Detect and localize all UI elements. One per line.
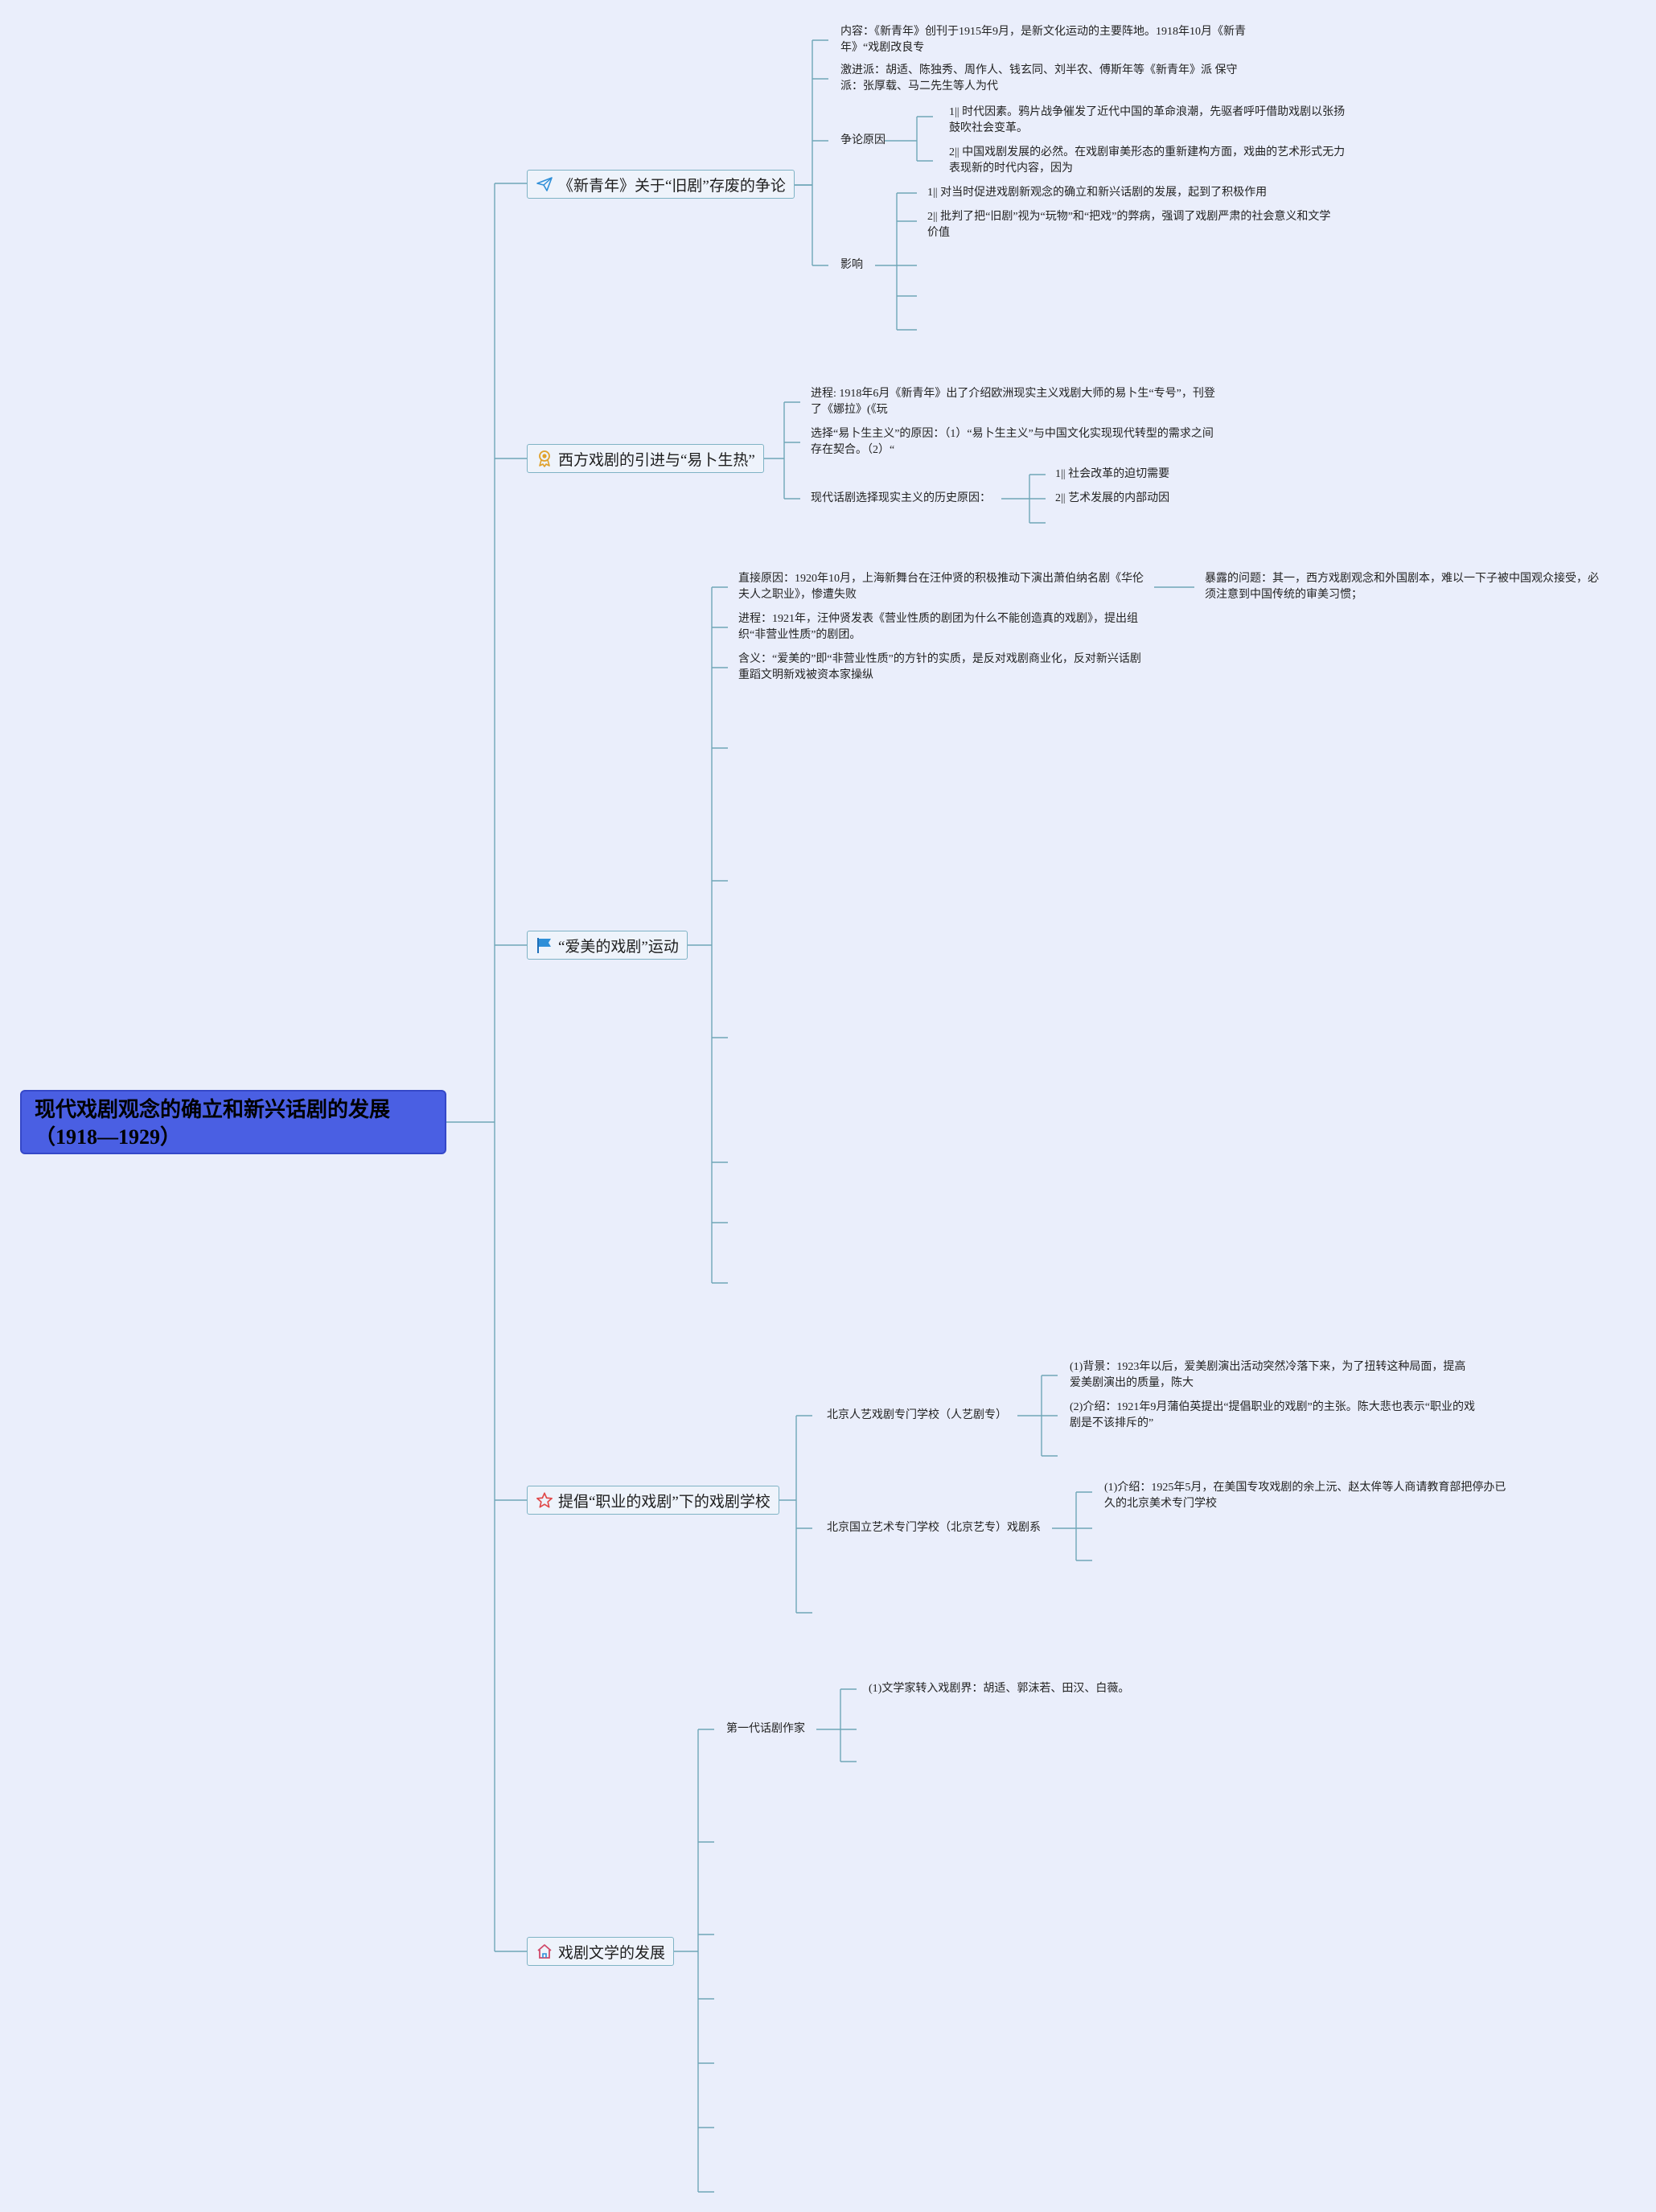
topic-renyi-intro[interactable]: (2)介绍：1921年9月蒲伯英提出“提倡职业的戏剧”的主张。陈大悲也表示“职业…: [1070, 1401, 1475, 1429]
flag-icon: [536, 936, 553, 954]
branch-drama-literature[interactable]: 戏剧文学的发展: [527, 1937, 675, 1966]
topic-realism-2[interactable]: 2|| 艺术发展的内部动因: [1055, 492, 1170, 504]
root-title: 现代戏剧观念的确立和新兴话剧的发展（1918—1929）: [35, 1098, 391, 1149]
root-topic[interactable]: 现代戏剧观念的确立和新兴话剧的发展（1918—1929）: [20, 1090, 446, 1154]
branch-label: 《新青年》关于“旧剧”存废的争论: [558, 177, 786, 195]
topic-impact[interactable]: 影响: [840, 259, 863, 271]
topic-impact-2[interactable]: 2|| 批判了把“旧剧”视为“玩物”和“把戏”的弊病，强调了戏剧严肃的社会意义和…: [927, 211, 1331, 239]
topic-cause-1[interactable]: 1|| 时代因素。鸦片战争催发了近代中国的革命浪潮，先驱者呼吁借助戏剧以张扬鼓吹…: [949, 106, 1346, 134]
topic-exposed-problem[interactable]: 暴露的问题：其一，西方戏剧观念和外国剧本，难以一下子被中国观众接受，必须注意到中…: [1205, 573, 1599, 601]
topic-cause[interactable]: 争论原因: [840, 134, 886, 146]
branch-label: “爱美的戏剧”运动: [558, 938, 679, 956]
branch-new-youth-debate[interactable]: 《新青年》关于“旧剧”存废的争论: [527, 170, 795, 199]
topic-content[interactable]: 内容：《新青年》创刊于1915年9月，是新文化运动的主要阵地。1918年10月《…: [840, 26, 1246, 54]
topic-cause-2[interactable]: 2|| 中国戏剧发展的必然。在戏剧审美形态的重新建构方面，戏曲的艺术形式无力表现…: [949, 146, 1346, 175]
star-icon: [536, 1491, 553, 1509]
topic-yizhuan-intro[interactable]: (1)介绍：1925年5月，在美国专攻戏剧的余上沅、赵太侔等人商请教育部把停办已…: [1104, 1482, 1506, 1510]
topic-ibsen-reason[interactable]: 选择“易卜生主义”的原因：（1）“易卜生主义”与中国文化实现现代转型的需求之间存…: [811, 428, 1214, 456]
topic-ibsen-process[interactable]: 进程: 1918年6月《新青年》出了介绍欧洲现实主义戏剧大师的易卜生“专号”，刊…: [811, 388, 1215, 416]
topic-realism-1[interactable]: 1|| 社会改革的迫切需要: [1055, 468, 1170, 480]
branch-ibsen[interactable]: 西方戏剧的引进与“易卜生热”: [527, 444, 764, 473]
paper-plane-icon: [536, 175, 553, 193]
branch-label: 戏剧文学的发展: [558, 1944, 666, 1962]
topic-direct-cause[interactable]: 直接原因：1920年10月，上海新舞台在汪仲贤的积极推动下演出萧伯纳名剧《华伦夫…: [738, 573, 1144, 601]
topic-impact-1[interactable]: 1|| 对当时促进戏剧新观念的确立和新兴话剧的发展，起到了积极作用: [927, 187, 1268, 199]
topic-amateur-meaning[interactable]: 含义：“爱美的”即“非营业性质”的方针的实质，是反对戏剧商业化，反对新兴话剧重蹈…: [738, 653, 1141, 681]
topic-realism-history[interactable]: 现代话剧选择现实主义的历史原因：: [811, 492, 991, 504]
branch-drama-schools[interactable]: 提倡“职业的戏剧”下的戏剧学校: [527, 1486, 779, 1515]
topic-beijing-renyi[interactable]: 北京人艺戏剧专门学校（人艺剧专）: [827, 1409, 1007, 1421]
branch-label: 提倡“职业的戏剧”下的戏剧学校: [558, 1493, 770, 1511]
topic-beijing-yizhuan[interactable]: 北京国立艺术专门学校（北京艺专）戏剧系: [827, 1522, 1041, 1534]
topic-radicals[interactable]: 激进派：胡适、陈独秀、周作人、钱玄同、刘半农、傅斯年等《新青年》派 保守派：张厚…: [840, 64, 1238, 93]
home-icon: [536, 1943, 553, 1960]
branch-amateur-drama[interactable]: “爱美的戏剧”运动: [527, 931, 688, 960]
topic-first-gen-writers[interactable]: (1)文学家转入戏剧界：胡适、郭沫若、田汉、白薇。: [869, 1683, 1130, 1695]
award-ribbon-icon: [536, 450, 553, 467]
topic-renyi-background[interactable]: (1)背景：1923年以后，爱美剧演出活动突然冷落下来，为了扭转这种局面，提高爱…: [1070, 1361, 1466, 1389]
topic-first-gen-playwrights[interactable]: 第一代话剧作家: [726, 1723, 805, 1735]
branch-label: 西方戏剧的引进与“易卜生热”: [558, 451, 755, 469]
topic-amateur-process[interactable]: 进程：1921年，汪仲贤发表《营业性质的剧团为什么不能创造真的戏剧》，提出组织“…: [738, 613, 1138, 641]
